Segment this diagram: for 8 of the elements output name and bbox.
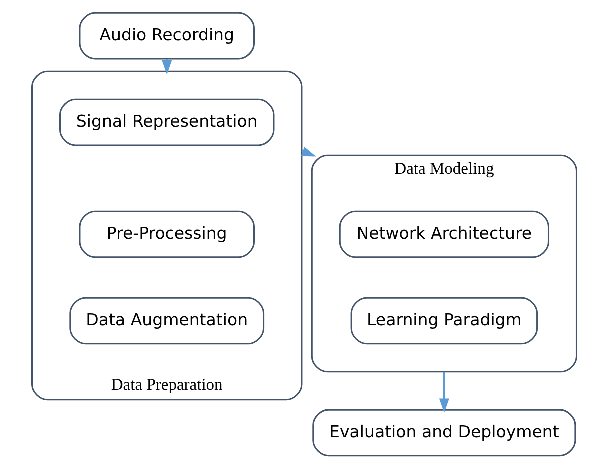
node-box: Signal Representation: [58, 98, 274, 146]
node-box: Pre-Processing: [78, 210, 255, 258]
node-box: Network Architecture: [338, 210, 550, 258]
node-box: Evaluation and Deployment: [312, 409, 576, 457]
arrow: [438, 372, 449, 414]
node-box: Data Augmentation: [69, 297, 264, 345]
node-box: Learning Paradigm: [350, 297, 538, 345]
node-box: Audio Recording: [78, 12, 255, 60]
